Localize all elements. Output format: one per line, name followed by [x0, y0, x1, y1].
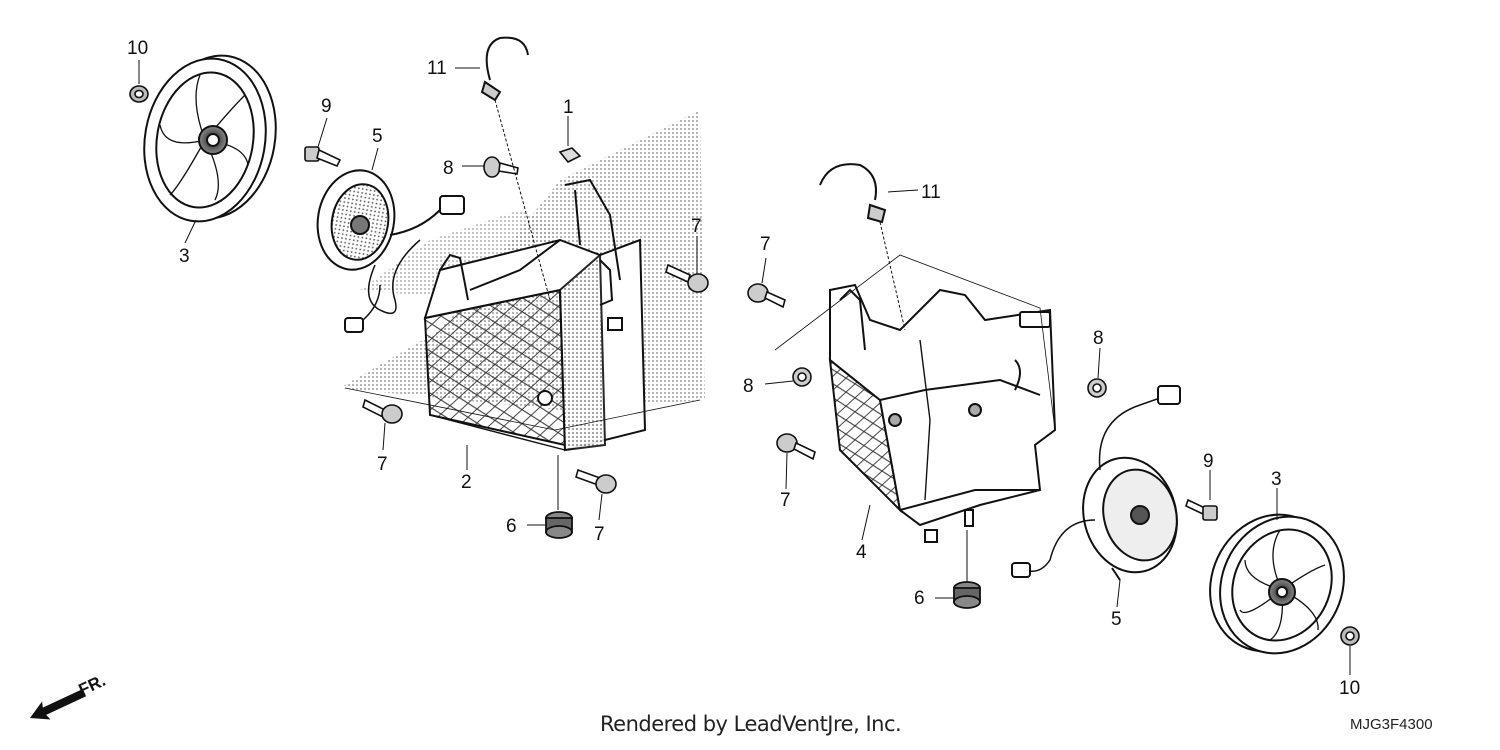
callout-7-right-lower: 7: [780, 490, 791, 511]
right-bolt-7-lower: [776, 433, 816, 461]
left-bolt-8: [483, 156, 519, 178]
callout-9-right: 9: [1203, 451, 1214, 472]
callout-7-left-upper: 7: [691, 216, 702, 237]
callout-7-left-lower: 7: [377, 454, 388, 475]
right-fan-blade: [1209, 513, 1345, 655]
left-bolt-7-upper: [665, 263, 709, 293]
callout-9-left: 9: [321, 96, 332, 117]
left-fan-motor: [316, 169, 465, 333]
right-fan-shroud: [828, 283, 1057, 543]
callout-10-right: 10: [1339, 678, 1360, 699]
callout-6-right: 6: [914, 588, 925, 609]
callout-11-right: 11: [921, 182, 941, 203]
leader-lines: [138, 60, 1351, 675]
callout-6-left: 6: [506, 516, 517, 537]
callout-labels: 1 2 3 3 4 5 5 6 6 7 7 7 7 7 8 8 8 9 9 10…: [127, 38, 1360, 699]
front-arrow-icon: [30, 689, 87, 720]
front-direction-arrow: FR.: [30, 671, 109, 720]
callout-8-right-right: 8: [1093, 328, 1104, 349]
right-fan-motor: [1011, 385, 1181, 581]
left-bolt-7-lower-right: [575, 468, 617, 494]
left-bolt-7-lower-left: [362, 398, 403, 424]
callout-3-right: 3: [1271, 469, 1282, 490]
callout-4: 4: [856, 542, 867, 563]
right-bolt-7-upper: [747, 283, 786, 309]
callout-5-left: 5: [372, 126, 383, 147]
callout-8-left: 8: [443, 158, 454, 179]
left-nut: [129, 85, 149, 103]
left-grommet-6: [545, 511, 573, 539]
callout-7-right-upper: 7: [760, 234, 771, 255]
callout-1: 1: [563, 97, 574, 118]
left-bolt-9: [304, 146, 342, 168]
diagram-code: MJG3F4300: [1350, 716, 1433, 733]
callout-7-left-bottom: 7: [594, 524, 605, 545]
callout-8-right-left: 8: [743, 376, 754, 397]
credit-text: Rendered by LeadVentJre, Inc.: [600, 712, 902, 736]
left-grommet-1: [558, 147, 582, 164]
callout-3-left: 3: [179, 246, 190, 267]
right-nut: [1340, 626, 1360, 646]
right-bolt-9: [1185, 498, 1218, 521]
left-wire-clip: [480, 36, 529, 102]
right-bolt-8-left: [792, 367, 812, 387]
right-bolt-8-right: [1087, 378, 1107, 398]
right-wire-clip: [819, 163, 887, 224]
callout-5-right: 5: [1111, 609, 1122, 630]
callout-2: 2: [461, 472, 472, 493]
left-fan-blade: [143, 54, 277, 223]
left-fan-shroud: [423, 178, 647, 452]
callout-11-left: 11: [427, 58, 447, 79]
right-grommet-6: [953, 581, 981, 609]
callout-10-left: 10: [127, 38, 148, 59]
